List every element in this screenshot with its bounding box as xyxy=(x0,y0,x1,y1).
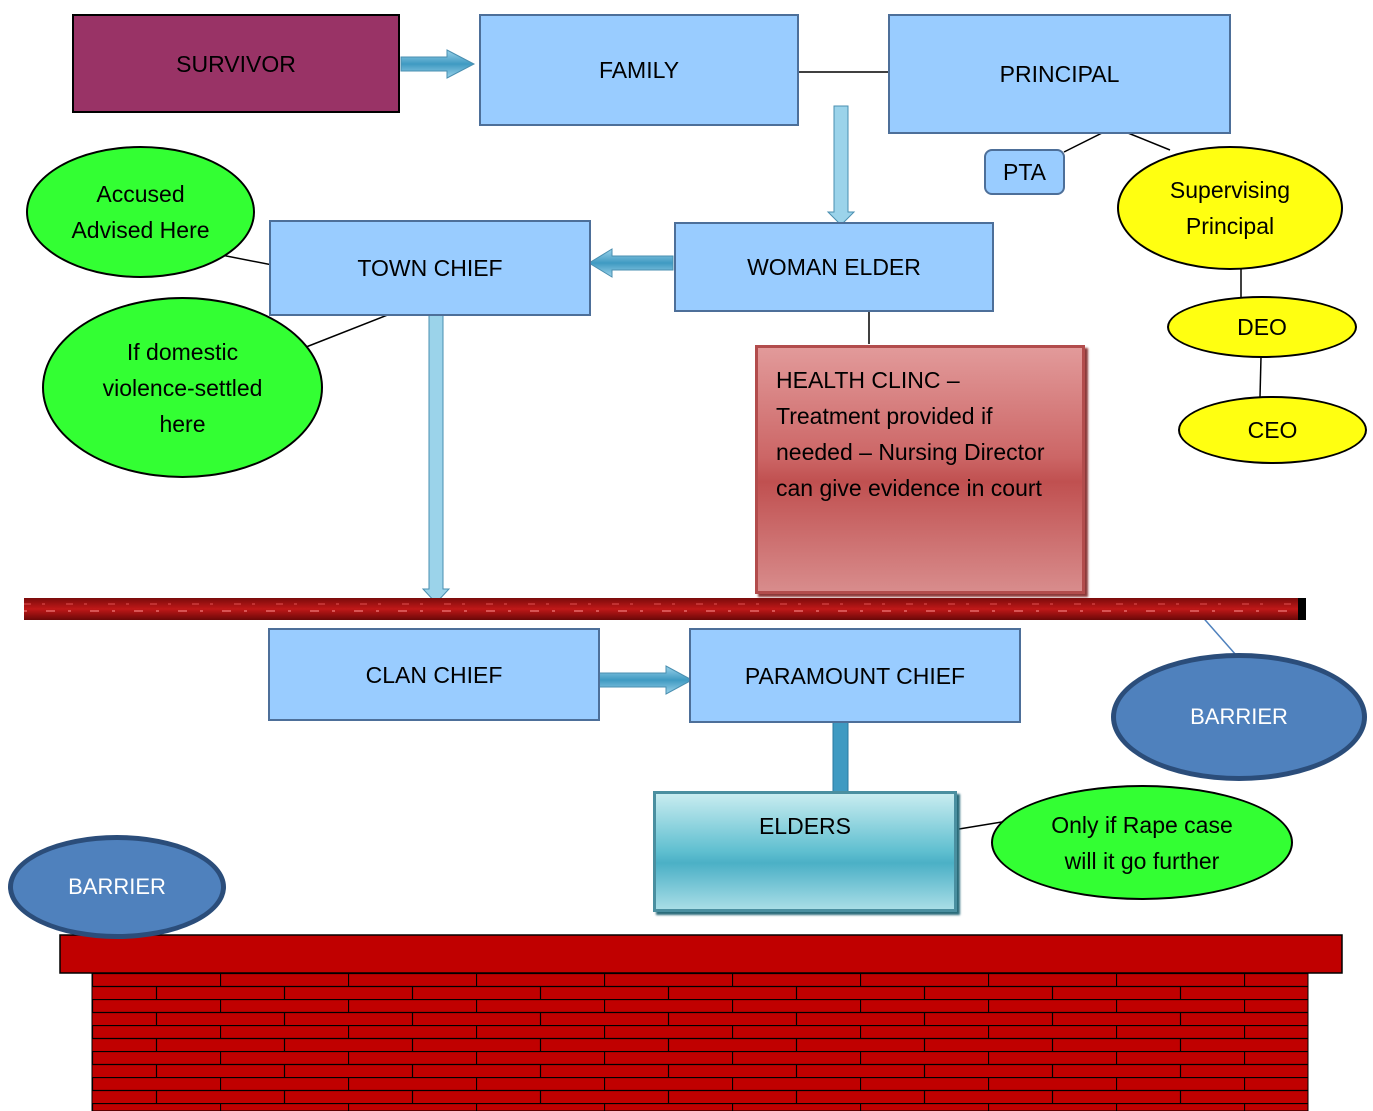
deo-ceo-line xyxy=(1259,356,1262,398)
connector-paramount-elders xyxy=(832,721,849,793)
supervising-principal-node: Supervising Principal xyxy=(1117,146,1343,270)
principal-supervising-line xyxy=(1127,132,1171,151)
deo-node: DEO xyxy=(1167,296,1357,358)
barrier-bar xyxy=(24,598,1306,620)
rape-case-note: Only if Rape case will it go further xyxy=(991,785,1293,900)
ceo-node: CEO xyxy=(1178,396,1367,464)
brick-wall xyxy=(59,934,1343,1111)
accused-advised-note: Accused Advised Here xyxy=(26,146,255,278)
pta-node: PTA xyxy=(984,149,1065,195)
arrow-womanelder-townchief xyxy=(588,248,674,278)
arrow-survivor-family xyxy=(400,49,476,79)
woman-elder-node: WOMAN ELDER xyxy=(674,222,994,312)
arrow-family-womanelder xyxy=(826,105,856,226)
town-chief-node: TOWN CHIEF xyxy=(269,220,591,316)
domestic-violence-note: If domestic violence-settled here xyxy=(42,297,323,478)
arrow-clanchief-paramount xyxy=(598,665,694,695)
barrier-left-ellipse: BARRIER xyxy=(8,835,226,939)
elders-node: ELDERS xyxy=(653,791,957,912)
barrier-right-ellipse: BARRIER xyxy=(1111,653,1367,781)
flow-arrows xyxy=(400,49,856,793)
arrow-townchief-clanchief xyxy=(421,305,451,604)
principal-node: PRINCIPAL xyxy=(888,14,1231,134)
survivor-node: SURVIVOR xyxy=(72,14,400,113)
brick-wall-body xyxy=(91,972,1309,1111)
health-clinic-node: HEALTH CLINC – Treatment provided if nee… xyxy=(755,345,1085,594)
family-node: FAMILY xyxy=(479,14,799,126)
brick-wall-cap xyxy=(59,934,1343,974)
paramount-chief-node: PARAMOUNT CHIEF xyxy=(689,628,1021,723)
clan-chief-node: CLAN CHIEF xyxy=(268,628,600,721)
